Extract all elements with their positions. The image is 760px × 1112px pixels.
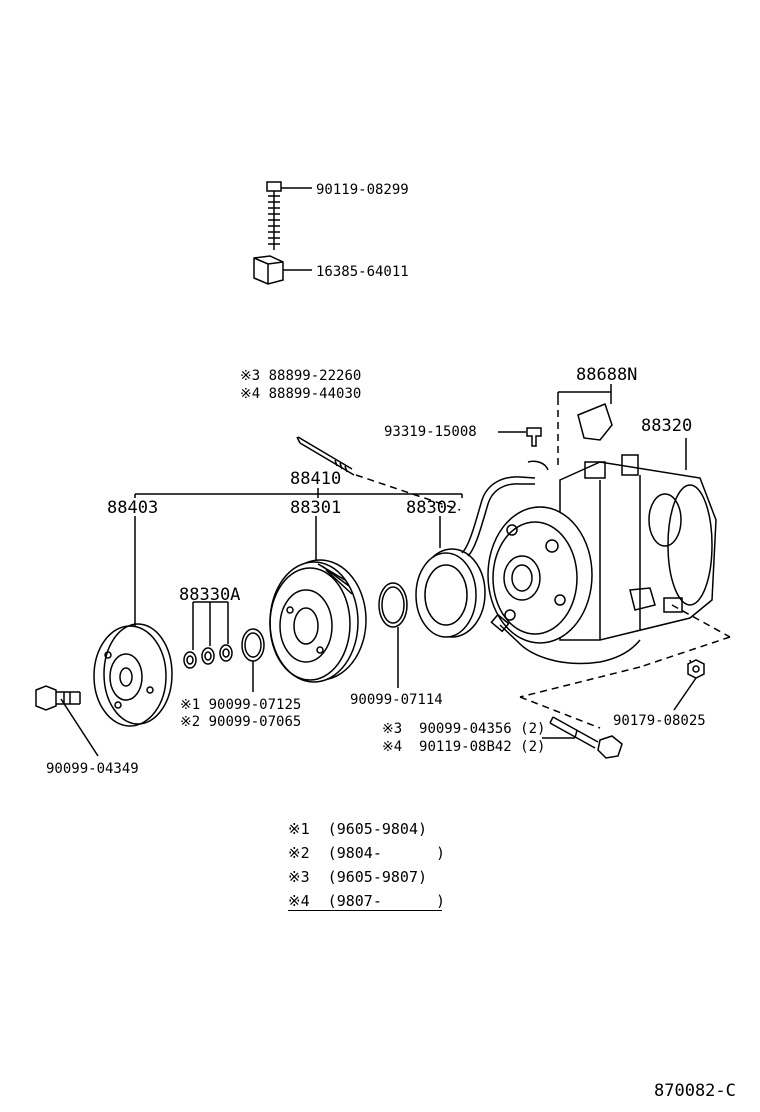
label-shims: 88330A [179,585,241,605]
legend-row-3: ※3 (9605-9807) [288,868,427,886]
assembly-bracket [134,488,463,630]
label-screw: 93319-15008 [384,424,477,440]
stud-part [296,436,461,511]
snap-ring-small-part [241,628,265,692]
label-stud-b: ※4 88899-44030 [240,386,362,402]
bolt-top-part [266,181,312,250]
clip-part [253,255,312,285]
shims-part [183,601,233,669]
label-pulley: 88301 [290,498,342,518]
legend-row-1: ※1 (9605-9804) [288,820,427,838]
date-legend: ※1 (9605-9804) ※2 (9804- ) ※3 (9605-9807… [288,820,448,916]
label-bolt-c: ※3 90099-04356 (2) [382,721,546,737]
compressor-part [487,384,717,665]
label-bolt-d: ※4 90119-08B42 (2) [382,739,546,755]
label-clutch-assembly: 88410 [290,469,342,489]
bolt-side-part [542,716,623,759]
legend-underline [288,910,442,911]
pulley-part [269,559,367,683]
label-clip: 16385-64011 [316,264,409,280]
nut-part [673,659,705,711]
label-snap-ring: 90099-07114 [350,692,443,708]
label-bracket: 88688N [576,365,638,385]
leader-bolt-front [60,698,99,757]
label-stud-a: ※3 88899-22260 [240,368,362,384]
label-pressure-plate: 88403 [107,498,159,518]
label-stator: 88302 [406,498,458,518]
label-snap-b: ※2 90099-07065 [180,714,302,730]
stator-part [415,476,536,638]
bolt-front-part [35,685,81,711]
diagram-code: 870082-C [654,1081,736,1101]
label-bolt-top: 90119-08299 [316,182,409,198]
legend-row-4: ※4 (9807- ) [288,892,446,910]
label-bolt-front: 90099-04349 [46,761,139,777]
legend-row-2: ※2 (9804- ) [288,844,446,862]
label-nut: 90179-08025 [613,713,706,729]
pressure-plate-part [93,623,173,727]
label-compressor: 88320 [641,416,693,436]
snap-ring-part [378,582,408,688]
label-snap-a: ※1 90099-07125 [180,697,302,713]
